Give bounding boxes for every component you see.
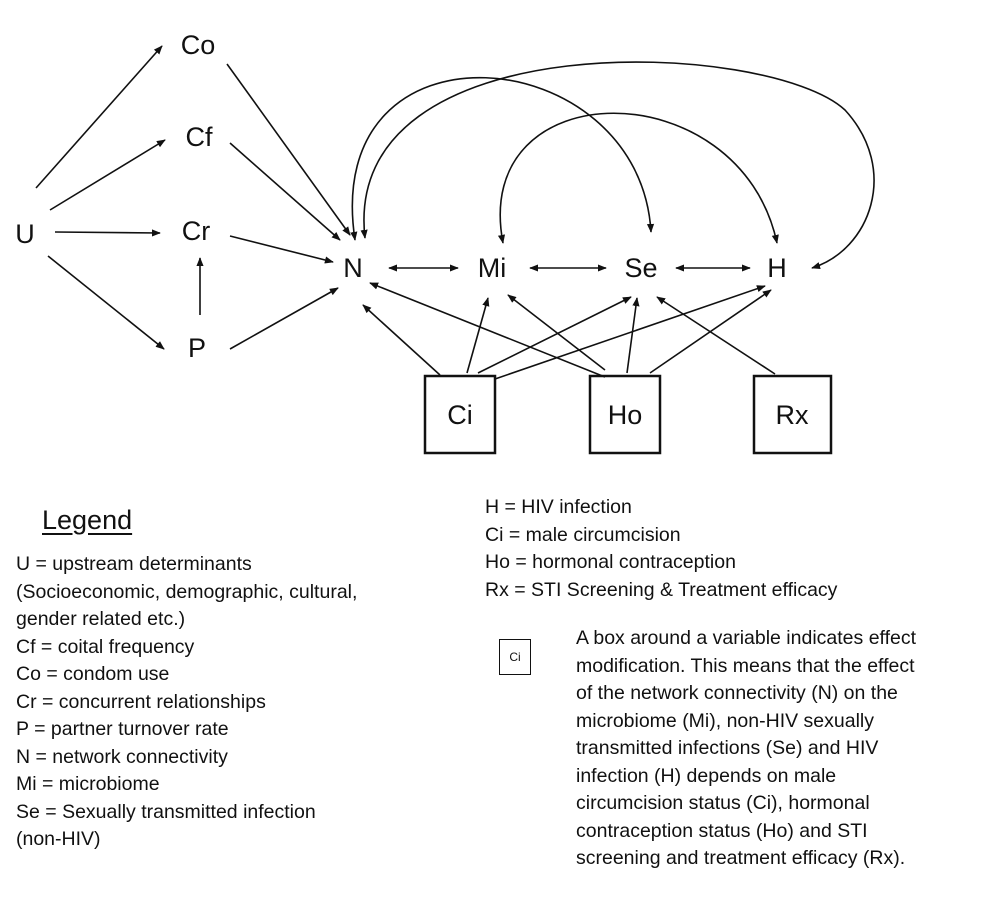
legend-right-list: H = HIV infection Ci = male circumcision… [485,494,837,604]
node-cr: Cr [182,216,211,246]
edge-u-p [47,255,165,350]
legend-item: Ci = male circumcision [485,523,681,546]
edge-ci-mi [466,297,490,374]
legend-item: N = network connectivity [16,745,228,768]
legend-item: Ho = hormonal contraception [485,551,736,573]
edge-ci-n [362,304,441,376]
legend-item: H = HIV infection [485,496,632,518]
edge-ho-n [369,282,606,378]
edge-mi-h-curve [497,112,779,244]
note-line: transmitted infections (Se) and HIV [576,737,879,759]
node-labels: U Co Cf Cr P N Mi Se H Ci Ho Rx [15,30,809,430]
node-cf: Cf [186,122,213,152]
node-mi: Mi [478,253,507,283]
edge-n-se-curve [350,76,655,241]
legend-item: (Socioeconomic, demographic, cultural, [16,580,358,603]
note-line: A box around a variable indicates effect [576,627,917,649]
node-u: U [15,219,35,249]
edge-co-n [226,63,351,236]
edges [35,45,875,380]
note-line: circumcision status (Ci), hormonal [576,792,870,814]
node-ci: Ci [447,400,473,430]
node-co: Co [181,30,216,60]
node-p: P [188,333,206,363]
causal-diagram: U Co Cf Cr P N Mi Se H Ci Ho Rx [15,30,875,455]
legend-item: U = upstream determinants [16,553,252,575]
node-ho: Ho [608,400,643,430]
node-se: Se [624,253,657,283]
edge-cr-n [229,235,334,264]
node-n: N [343,253,363,283]
edge-u-co [35,45,163,189]
edge-ho-mi [507,294,606,371]
note-line: microbiome (Mi), non-HIV sexually [576,709,874,732]
legend-item: Co = condom use [16,663,170,685]
legend-title: Legend [42,505,133,535]
legend-left-list: U = upstream determinants (Socioeconomic… [16,551,357,854]
legend-example-box: Ci [499,639,531,675]
box-ci [423,374,497,455]
legend-item: Mi = microbiome [16,773,160,795]
box-rx [752,374,833,455]
note-line: contraception status (Ho) and STI [576,819,868,842]
node-h: H [767,253,787,283]
node-rx: Rx [776,400,809,430]
effect-modification-note: A box around a variable indicates effect… [576,625,986,873]
note-line: modification. This means that the effect [576,654,915,677]
note-line: infection (H) depends on male [576,764,837,787]
edge-ho-se [626,297,640,374]
box-ho [588,374,662,455]
legend-item: P = partner turnover rate [16,718,229,740]
legend-item: (non-HIV) [16,828,101,850]
legend-item: Cr = concurrent relationships [16,690,266,713]
legend-item: Rx = STI Screening & Treatment efficacy [485,578,838,601]
legend-item: Cf = coital frequency [16,635,195,658]
edge-cf-n [229,142,341,241]
note-line: of the network connectivity (N) on the [576,682,898,704]
edge-ci-h [494,285,766,380]
edge-p-n [229,287,339,350]
legend-item: Se = Sexually transmitted infection [16,800,316,823]
edge-ci-se [477,296,632,374]
edge-u-cr [54,229,161,237]
legend-item: gender related etc.) [16,608,186,630]
note-line: screening and treatment efficacy (Rx). [576,847,906,869]
edge-n-h-curve [360,61,875,270]
edge-u-cf [49,139,166,211]
edge-rx-se [656,296,776,375]
